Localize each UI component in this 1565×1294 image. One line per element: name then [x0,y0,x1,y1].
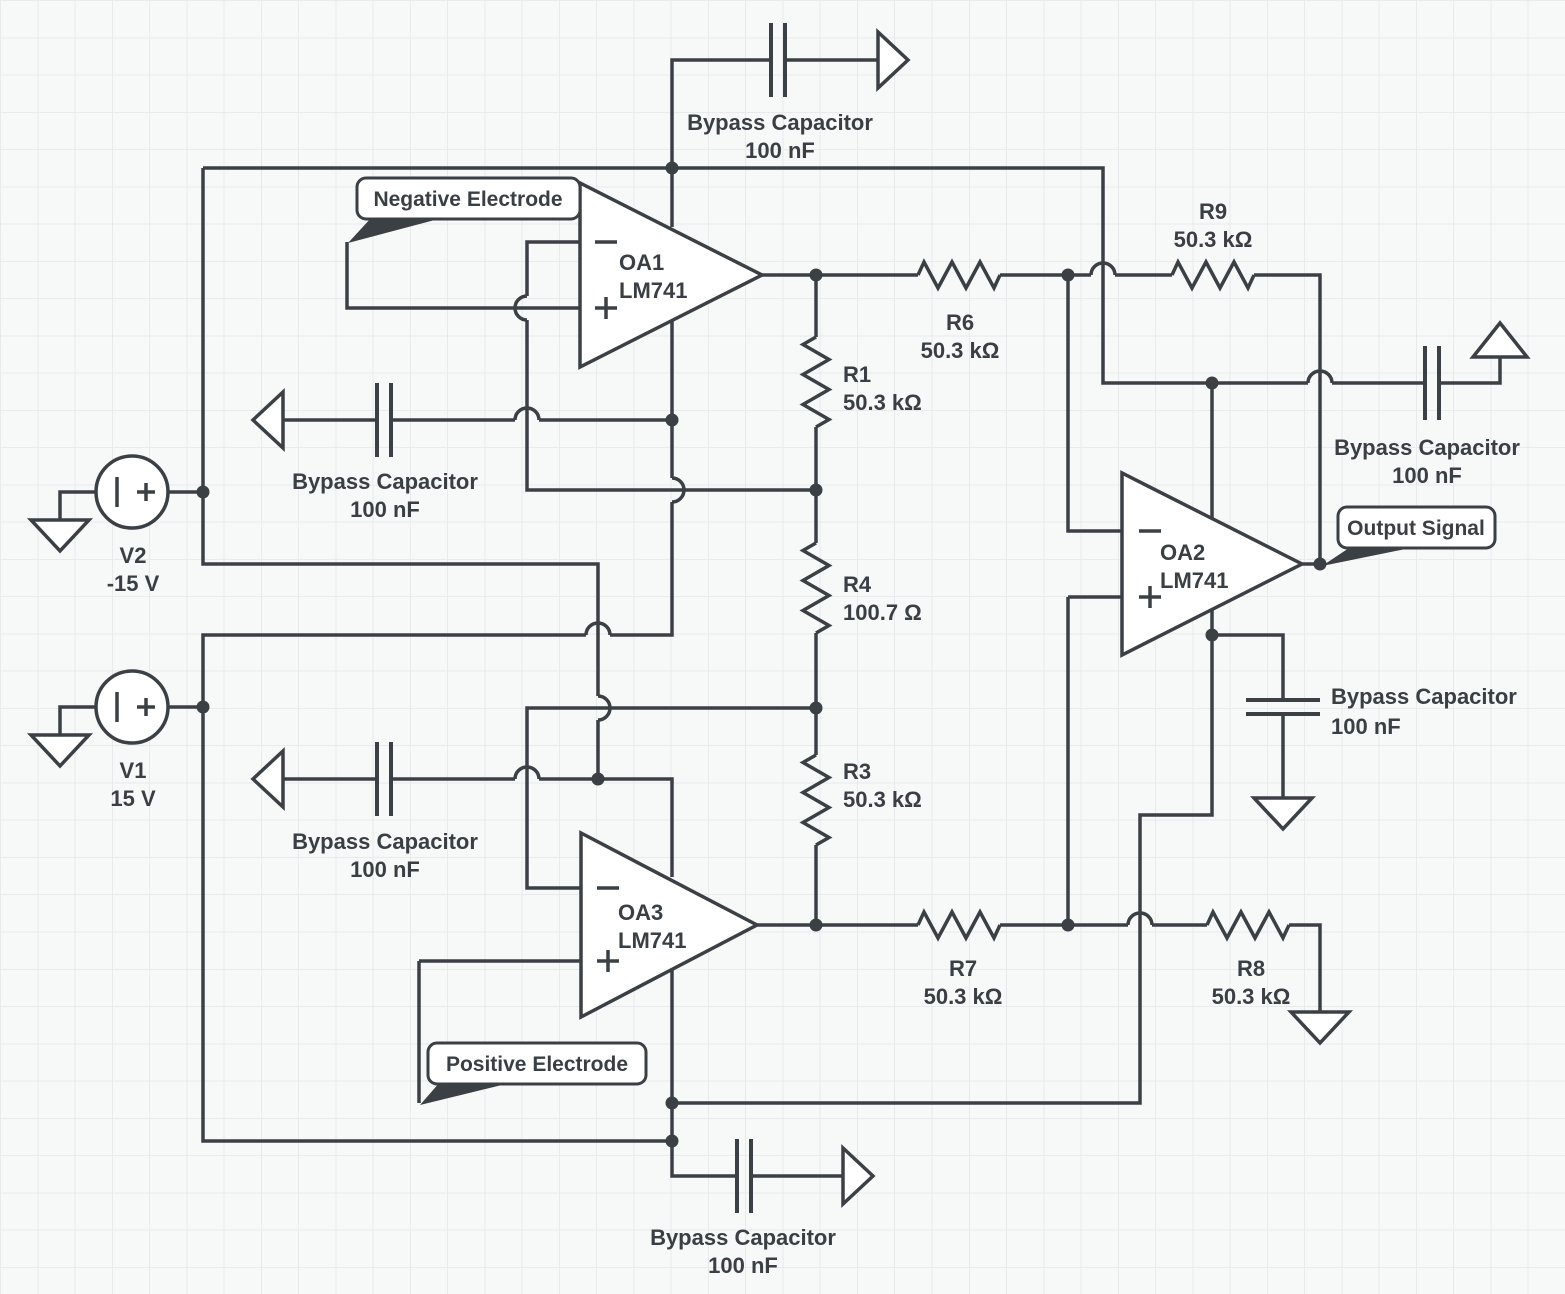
wire-positive-electrode [417,959,581,1103]
cap-value: 100 nF [350,857,420,882]
resistor-name: R3 [843,759,871,784]
cap-value: 100 nF [708,1253,778,1278]
resistor-r9[interactable] [1170,258,1256,292]
wire-bottom-cap [670,1141,843,1178]
resistor-name: R8 [1237,956,1265,981]
resistor-name: R9 [1199,199,1227,224]
wire-pos-supply [672,635,1214,1105]
net-flag-right-top-icon[interactable] [876,27,911,93]
net-flag-up-icon[interactable] [1469,320,1531,359]
cap-label: Bypass Capacitor [687,110,873,135]
opamp-oa3[interactable]: OA3 LM741 [579,830,761,1020]
source-value: 15 V [110,786,156,811]
wire-hop [1089,261,1117,276]
plus-icon [597,950,619,972]
wire-hop [1126,911,1154,926]
source-name: V1 [120,758,147,783]
opamp-part: LM741 [1160,568,1228,593]
wire-oa2-cap [1212,633,1285,798]
plus-icon [1139,586,1161,608]
callout-positive-electrode[interactable]: Positive Electrode [420,1041,648,1105]
cap-value: 100 nF [1331,714,1401,739]
wire-oa1-feedback [525,240,816,492]
net-flag-left-oa1-icon[interactable] [250,387,285,453]
source-v2[interactable]: V2 -15 V [94,454,170,596]
resistor-value: 50.3 kΩ [1174,227,1253,252]
component-labels: Bypass Capacitor 100 nF Bypass Capacitor… [292,110,1520,1278]
capacitor-bypass-oa1[interactable] [375,383,393,457]
callout-text: Negative Electrode [373,188,562,211]
callout-negative-electrode[interactable]: Negative Electrode [348,176,582,243]
cap-label: Bypass Capacitor [1334,435,1520,460]
opamp-name: OA3 [618,900,663,925]
plus-icon [595,297,617,319]
cap-label: Bypass Capacitor [650,1225,836,1250]
net-flag-right-bottom-icon[interactable] [841,1143,876,1209]
resistor-r4[interactable] [799,541,833,635]
resistor-r7[interactable] [916,908,1002,942]
cap-value: 100 nF [1392,463,1462,488]
callout-output-signal[interactable]: Output Signal [1322,505,1497,566]
capacitor-bypass-oa2[interactable] [1246,698,1320,716]
wire-oa1-vplus-run [201,321,674,1143]
opamp-name: OA1 [619,250,664,275]
wire-oa3-cap [283,777,674,877]
wire-negative-electrode [345,242,580,310]
resistor-name: R4 [843,572,872,597]
resistor-name: R6 [946,310,974,335]
capacitor-bypass-bottom[interactable] [735,1139,753,1213]
resistor-value: 50.3 kΩ [1212,984,1291,1009]
source-polarity-icon [115,692,155,722]
cap-value: 100 nF [350,497,420,522]
resistor-r6[interactable] [916,258,1002,292]
opamp-part: LM741 [619,278,687,303]
source-name: V2 [120,543,147,568]
source-value: -15 V [107,571,160,596]
source-polarity-icon [115,477,155,507]
ground-v2-icon[interactable] [26,518,94,554]
callout-text: Positive Electrode [446,1053,628,1076]
resistor-value: 50.3 kΩ [843,390,922,415]
resistor-value: 50.3 kΩ [921,338,1000,363]
resistor-value: 100.7 Ω [843,600,922,625]
wire-oa2-inputs [1066,275,1122,925]
resistor-r8[interactable] [1205,908,1291,942]
ground-oa2-cap-icon[interactable] [1249,796,1317,832]
opamp-oa2[interactable]: OA2 LM741 [1120,470,1306,658]
ground-r8-icon[interactable] [1286,1010,1354,1046]
resistor-name: R1 [843,362,871,387]
opamp-name: OA2 [1160,540,1205,565]
cap-value: 100 nF [745,138,815,163]
ground-v1-icon[interactable] [26,733,94,769]
cap-label: Bypass Capacitor [292,829,478,854]
wire-hop [513,406,541,421]
source-v1[interactable]: V1 15 V [94,669,170,811]
resistor-value: 50.3 kΩ [843,787,922,812]
wire-oa3-feedback [525,706,816,890]
resistor-r1[interactable] [799,335,833,429]
resistor-r3[interactable] [799,753,833,847]
capacitor-bypass-right[interactable] [1423,346,1441,420]
capacitor-bypass-oa3[interactable] [375,742,393,816]
opamp-part: LM741 [618,928,686,953]
opamp-oa1[interactable]: OA1 LM741 [578,180,766,370]
wire-v2-branch [201,168,600,779]
wire-oa1-out-row [762,273,1322,564]
junction-dots [196,161,1327,1148]
resistor-value: 50.3 kΩ [924,984,1003,1009]
cap-label: Bypass Capacitor [292,469,478,494]
wires [58,58,1502,1178]
net-flag-left-oa3-icon[interactable] [250,746,285,812]
wire-top-cap [670,58,878,168]
capacitor-bypass-top[interactable] [769,23,787,97]
cap-label: Bypass Capacitor [1331,684,1517,709]
resistor-name: R7 [949,956,977,981]
callout-text: Output Signal [1347,517,1485,540]
